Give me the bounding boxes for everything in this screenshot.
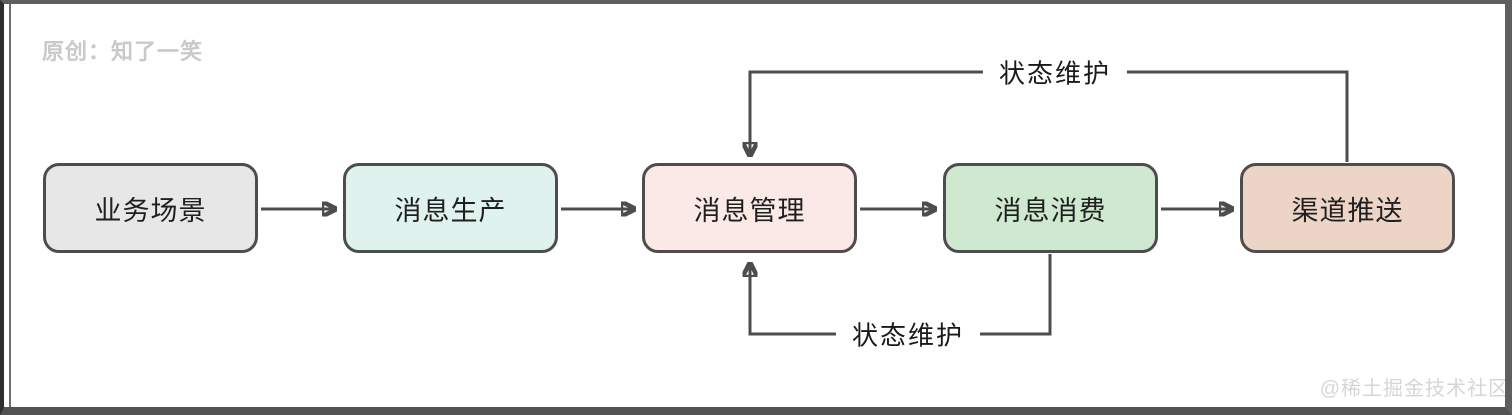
diagram-canvas: 原创：知了一笑 业务场景 消息生产 消息管理 <box>4 4 1505 407</box>
node-message-consumption: 消息消费 <box>943 163 1158 253</box>
node-message-production: 消息生产 <box>343 163 558 253</box>
node-label: 渠道推送 <box>1291 195 1404 226</box>
node-channel-push: 渠道推送 <box>1240 163 1455 253</box>
frame-left-inner-line <box>9 4 11 407</box>
edge-label-status-maintenance-top: 状态维护 <box>982 51 1128 93</box>
node-label: 消息消费 <box>994 195 1107 226</box>
node-message-management: 消息管理 <box>642 163 857 253</box>
watermark-community: @稀土掘金技术社区 <box>1319 378 1505 400</box>
node-label: 消息管理 <box>693 195 806 226</box>
node-business-scenario: 业务场景 <box>43 163 258 253</box>
node-label: 业务场景 <box>94 195 207 226</box>
edge-label-status-maintenance-bottom: 状态维护 <box>835 313 981 355</box>
node-label: 消息生产 <box>394 195 507 226</box>
watermark-author: 原创：知了一笑 <box>42 39 204 64</box>
